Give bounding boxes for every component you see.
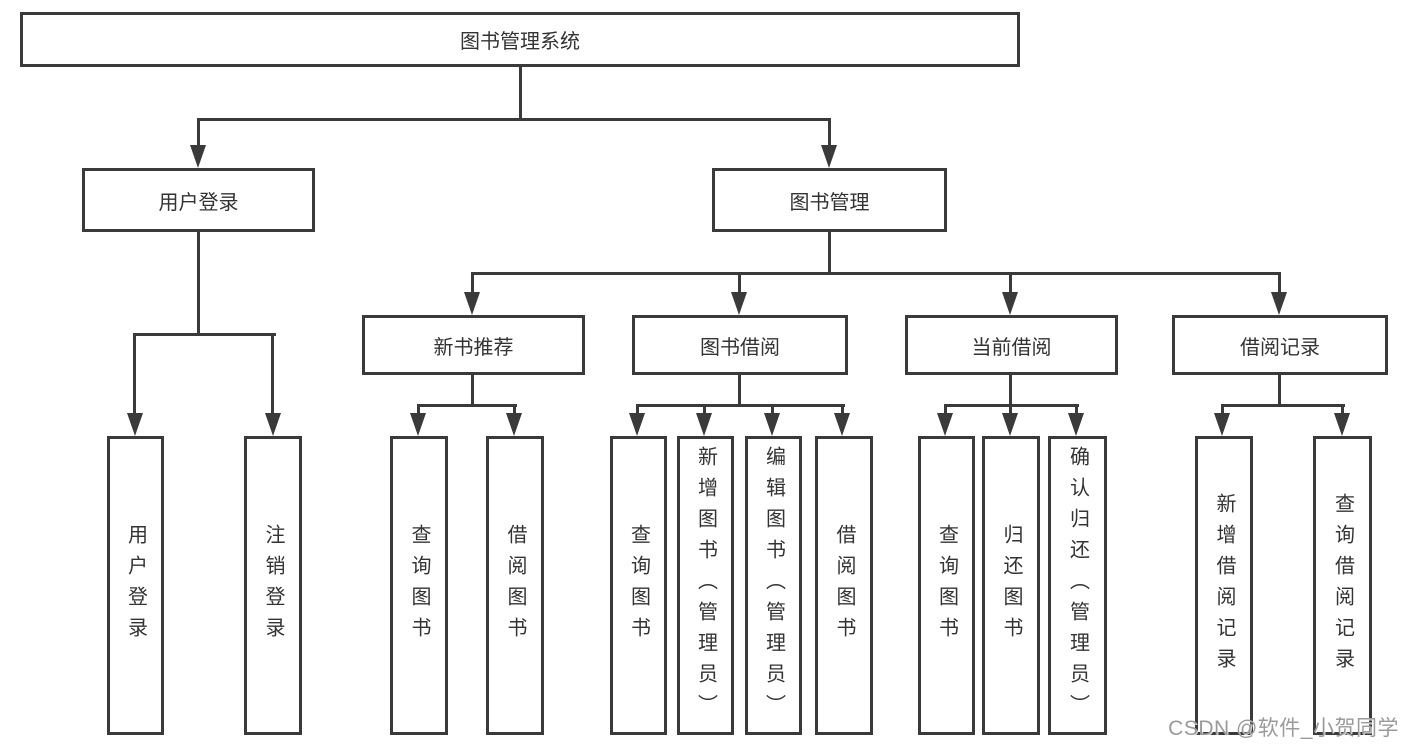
node-label: 当前借阅 (971, 336, 1052, 359)
connector-line (944, 404, 947, 416)
node-label: 用户登录 (158, 191, 239, 214)
node-user-login: 用户登录 (82, 168, 315, 232)
leaf-query-books-borrow: 查询图书 (610, 436, 667, 735)
arrow-down-icon (821, 145, 837, 168)
connector-line (471, 272, 474, 295)
arrow-down-icon (1068, 413, 1084, 436)
connector-line (738, 375, 741, 407)
arrow-down-icon (1214, 413, 1230, 436)
connector-line (636, 404, 639, 416)
arrow-down-icon (1334, 413, 1350, 436)
connector-line (519, 67, 522, 121)
connector-line (636, 404, 845, 407)
leaf-query-borrow-record: 查询借阅记录 (1313, 436, 1372, 735)
node-borrow-records: 借阅记录 (1172, 315, 1388, 375)
leaf-user-login: 用户登录 (107, 436, 164, 735)
connector-line (471, 272, 1281, 275)
leaf-label: 借阅图书 (833, 523, 855, 648)
leaf-edit-books-admin: 编辑图书（管理员） (745, 436, 802, 735)
arrow-down-icon (937, 413, 953, 436)
node-label: 借阅记录 (1240, 336, 1320, 359)
leaf-label: 借阅图书 (504, 523, 526, 648)
leaf-label: 新增借阅记录 (1213, 492, 1235, 679)
leaf-label: 用户登录 (124, 523, 147, 648)
connector-line (417, 404, 517, 407)
leaf-label: 查询图书 (408, 523, 430, 648)
leaf-label: 新增图书（管理员） (694, 446, 717, 725)
arrow-down-icon (1002, 413, 1018, 436)
connector-line (1278, 272, 1281, 295)
node-label: 图书借阅 (700, 336, 780, 359)
node-label: 图书管理 (789, 191, 870, 214)
connector-line (1278, 375, 1281, 407)
leaf-label: 查询图书 (627, 523, 650, 648)
leaf-query-books-current: 查询图书 (918, 436, 975, 735)
leaf-label: 编辑图书（管理员） (762, 446, 785, 725)
arrow-down-icon (764, 413, 780, 436)
connector-line (738, 272, 741, 295)
arrow-down-icon (265, 413, 281, 436)
node-book-management: 图书管理 (712, 168, 947, 232)
leaf-return-books: 归还图书 (982, 436, 1040, 735)
arrow-down-icon (834, 413, 850, 436)
arrow-down-icon (127, 413, 143, 436)
connector-line (197, 232, 200, 336)
leaf-label: 确认归还（管理员） (1066, 446, 1089, 725)
arrow-down-icon (410, 413, 426, 436)
connector-line (1075, 404, 1078, 416)
connector-line (828, 232, 831, 275)
node-new-book-recommend: 新书推荐 (362, 315, 585, 375)
arrow-down-icon (506, 413, 522, 436)
arrow-down-icon (464, 292, 480, 315)
node-library-management-system: 图书管理系统 (20, 12, 1020, 67)
connector-line (197, 118, 831, 121)
connector-line (841, 404, 844, 416)
connector-line (1009, 404, 1012, 416)
leaf-logout: 注销登录 (244, 436, 302, 735)
arrow-down-icon (731, 292, 747, 315)
connector-line (471, 375, 474, 407)
leaf-label: 注销登录 (262, 523, 284, 648)
connector-line (417, 404, 420, 416)
node-label: 新书推荐 (433, 336, 514, 359)
arrow-down-icon (696, 413, 712, 436)
csdn-watermark: CSDN @软件_小贺同学 (1168, 717, 1399, 740)
connector-line (1009, 375, 1012, 407)
connector-line (703, 404, 706, 416)
leaf-add-books-admin: 新增图书（管理员） (677, 436, 734, 735)
connector-line (134, 333, 276, 336)
leaf-confirm-return-admin: 确认归还（管理员） (1048, 436, 1107, 735)
connector-line (513, 404, 516, 416)
arrow-down-icon (190, 145, 206, 168)
connector-line (771, 404, 774, 416)
leaf-label: 查询借阅记录 (1331, 492, 1354, 679)
leaf-add-borrow-record: 新增借阅记录 (1195, 436, 1253, 735)
connector-line (1009, 272, 1012, 295)
node-label: 图书管理系统 (460, 31, 580, 53)
connector-line (1341, 404, 1344, 416)
arrow-down-icon (1271, 292, 1287, 315)
connector-line (133, 333, 136, 416)
node-book-borrow: 图书借阅 (632, 315, 848, 375)
leaf-query-books-recommend: 查询图书 (390, 436, 448, 735)
connector-line (1221, 404, 1224, 416)
connector-line (828, 118, 831, 150)
leaf-borrow-books-recommend: 借阅图书 (486, 436, 544, 735)
arrow-down-icon (1002, 292, 1018, 315)
connector-line (1221, 404, 1345, 407)
connector-line (271, 333, 274, 416)
connector-line (197, 118, 200, 150)
leaf-borrow-books: 借阅图书 (815, 436, 873, 735)
arrow-down-icon (629, 413, 645, 436)
leaf-label: 归还图书 (1000, 523, 1022, 648)
leaf-label: 查询图书 (935, 523, 958, 648)
node-current-borrow: 当前借阅 (905, 315, 1118, 375)
